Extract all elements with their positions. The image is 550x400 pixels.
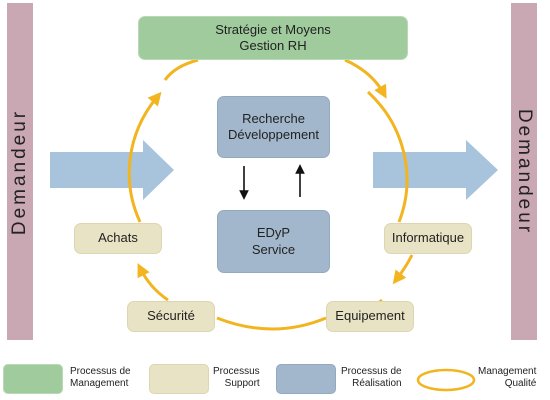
legend-support-swatch xyxy=(149,364,209,394)
informatique-box: Informatique xyxy=(384,223,472,254)
legend-realisation-label: Processus de Réalisation xyxy=(341,366,402,389)
loop-segment-right-lower xyxy=(392,254,414,285)
loop-segment-left xyxy=(127,91,162,223)
demandeur-bar-left: Demandeur xyxy=(7,3,33,340)
legend-support-label: Processus Support xyxy=(213,366,260,389)
securite-box: Sécurité xyxy=(127,301,215,332)
loop-segment-top-left xyxy=(163,58,199,81)
legend-management-label: Processus de Management xyxy=(70,366,131,389)
loop-segment-right-upper xyxy=(366,90,409,223)
legend-quality-swatch xyxy=(416,368,476,392)
equipement-box: Equipement xyxy=(326,301,414,332)
output-flow-arrow xyxy=(373,140,498,200)
loop-segment-top-right xyxy=(344,58,387,99)
strategie-box: Stratégie et Moyens Gestion RH xyxy=(138,16,408,60)
loop-segment-bottom xyxy=(216,316,327,331)
demandeur-bar-right: Demandeur xyxy=(511,3,537,340)
edyp-box: EDyP Service xyxy=(217,210,330,273)
input-flow-arrow xyxy=(50,140,174,200)
recherche-box: Recherche Développement xyxy=(217,96,330,158)
legend-quality-label: Management Qualité xyxy=(478,366,537,389)
loop-segment-bottom-left xyxy=(137,263,169,302)
legend-realisation-swatch xyxy=(276,364,336,394)
achats-box: Achats xyxy=(74,223,162,254)
legend-management-swatch xyxy=(3,364,63,394)
